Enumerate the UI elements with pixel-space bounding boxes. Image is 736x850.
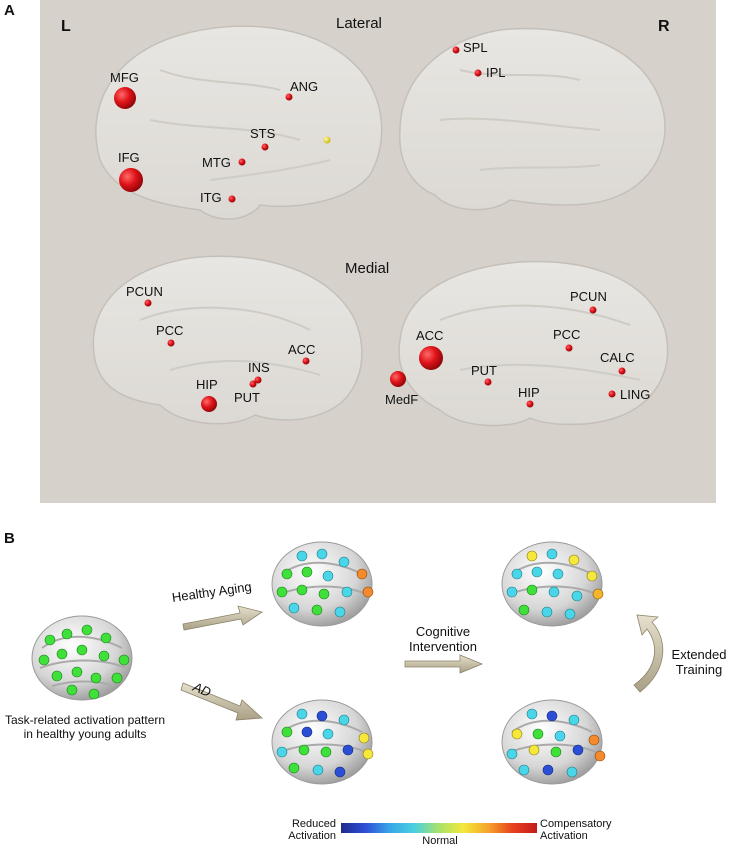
node-calc xyxy=(618,367,626,375)
left-medial-hemisphere xyxy=(92,255,363,425)
node-acc-l xyxy=(302,357,310,365)
label-sts: STS xyxy=(250,126,276,141)
node-pcc-l xyxy=(167,339,175,347)
right-lateral-hemisphere xyxy=(399,27,666,211)
node-put-l xyxy=(249,380,257,388)
label-acc-left: ACC xyxy=(288,342,316,357)
node-medf xyxy=(390,371,406,387)
arrow-extended-training xyxy=(633,614,664,693)
legend-reduced-line1: Reduced xyxy=(291,818,336,830)
young-caption-line2: in healthy young adults xyxy=(23,727,147,741)
extended-training-line2: Training xyxy=(675,662,723,677)
legend-compensatory-line2: Activation xyxy=(540,830,588,842)
right-medial-hemisphere xyxy=(398,260,669,427)
extended-training-line1: Extended xyxy=(671,647,727,662)
label-pcc-right: PCC xyxy=(553,327,581,342)
brain-surfaces xyxy=(92,25,669,427)
node-ifg xyxy=(119,168,143,192)
brain-ad-after-intervention xyxy=(501,699,606,785)
label-ipl: IPL xyxy=(486,65,506,80)
arrow-ad xyxy=(180,682,263,721)
arrow-cognitive-intervention xyxy=(404,654,484,674)
label-ins: INS xyxy=(248,360,270,375)
legend-compensatory-line1: Compensatory xyxy=(540,818,612,830)
label-hip-left: HIP xyxy=(196,377,218,392)
activation-colorbar xyxy=(341,823,537,833)
label-mfg: MFG xyxy=(110,70,139,85)
extended-training-label: Extended Training xyxy=(664,647,734,677)
left-lateral-hemisphere xyxy=(95,25,383,220)
label-ling: LING xyxy=(620,387,651,402)
label-acc-right: ACC xyxy=(416,328,444,343)
panel-b-diagram xyxy=(31,541,664,785)
arrow-healthy-aging xyxy=(182,605,263,631)
label-medf: MedF xyxy=(385,392,419,407)
label-calc: CALC xyxy=(600,350,635,365)
left-hemisphere-label: L xyxy=(61,18,71,35)
label-put-left: PUT xyxy=(234,390,260,405)
right-hemisphere-label: R xyxy=(658,18,670,35)
node-pcun-l xyxy=(144,299,152,307)
brain-healthy-aging xyxy=(271,541,374,627)
label-ifg: IFG xyxy=(118,150,140,165)
legend-compensatory: Compensatory Activation xyxy=(540,818,626,842)
cognitive-intervention-label: Cognitive Intervention xyxy=(398,624,488,654)
label-pcc-left: PCC xyxy=(156,323,184,338)
node-itg xyxy=(228,195,236,203)
label-hip-right: HIP xyxy=(518,385,540,400)
lateral-title: Lateral xyxy=(336,15,382,32)
cognitive-intervention-line1: Cognitive xyxy=(415,624,471,639)
label-ang: ANG xyxy=(290,79,319,94)
label-pcun-right: PCUN xyxy=(570,289,607,304)
node-ins xyxy=(254,376,262,384)
node-pcun-r xyxy=(589,306,597,314)
node-ipl xyxy=(474,69,482,77)
legend-reduced-line2: Activation xyxy=(288,830,336,842)
node-mfg xyxy=(114,87,136,109)
young-caption-line1: Task-related activation pattern xyxy=(4,713,166,727)
panel-a-brain-map: L R Lateral Medial MFG IFG ANG STS MTG I… xyxy=(40,0,716,503)
node-yellow xyxy=(323,136,331,144)
label-itg: ITG xyxy=(200,190,222,205)
node-mtg xyxy=(238,158,246,166)
brain-aging-after-intervention xyxy=(501,541,604,627)
legend-normal: Normal xyxy=(422,835,458,847)
label-mtg: MTG xyxy=(202,155,231,170)
node-ling xyxy=(608,390,616,398)
node-acc-r xyxy=(419,346,443,370)
label-spl: SPL xyxy=(463,40,488,55)
brain-young xyxy=(31,615,133,701)
label-put-right: PUT xyxy=(471,363,497,378)
node-put-r xyxy=(484,378,492,386)
label-pcun-left: PCUN xyxy=(126,284,163,299)
panel-b-letter: B xyxy=(4,530,15,547)
young-caption: Task-related activation pattern in healt… xyxy=(0,713,170,741)
panel-a-letter: A xyxy=(4,2,15,19)
node-hip-r xyxy=(526,400,534,408)
node-hip-l xyxy=(201,396,217,412)
node-ang xyxy=(285,93,293,101)
cognitive-intervention-line2: Intervention xyxy=(409,639,477,654)
brain-ad xyxy=(271,699,374,785)
node-pcc-r xyxy=(565,344,573,352)
node-spl xyxy=(452,46,460,54)
legend-reduced: Reduced Activation xyxy=(270,818,336,842)
node-sts xyxy=(261,143,269,151)
medial-title: Medial xyxy=(345,260,390,277)
